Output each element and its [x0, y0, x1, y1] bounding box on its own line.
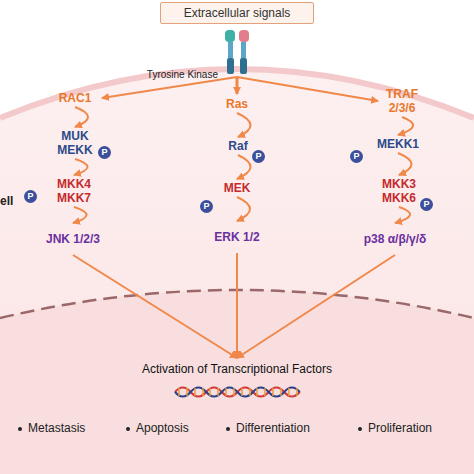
pathway-arrow: [398, 117, 413, 135]
receptor: Tyrosine Kinase: [222, 28, 252, 76]
pathway-arrow: [102, 77, 237, 98]
pathway-arrow: [237, 77, 378, 101]
kinase-label: MEKK1: [368, 136, 428, 152]
outcome-label: Differentiation: [236, 421, 310, 435]
cell-membrane: [0, 69, 474, 118]
pathway-arrow: [75, 107, 88, 127]
outcome-label: Proliferation: [368, 421, 432, 435]
bullet-dot: [226, 427, 230, 431]
mapk-label: JNK 1/2/3: [45, 224, 101, 254]
pathway-arrow: [398, 153, 412, 175]
gtpase-label: Ras: [215, 96, 259, 112]
phospho-mark: P: [24, 190, 37, 203]
node-text: MUK MEKK: [52, 129, 98, 157]
pathway-arrow: [237, 197, 250, 221]
cell-body: [0, 69, 474, 474]
kinase-label: MKK3 MKK6: [372, 176, 426, 206]
node-text: MKK4 MKK7: [50, 177, 98, 205]
pathway-arrow: [237, 155, 251, 179]
phospho-mark: P: [200, 200, 213, 213]
pathway-arrow: [237, 255, 395, 358]
bullet-dot: [126, 427, 130, 431]
pathway-arrow: [236, 77, 239, 94]
kinase-label: MKK4 MKK7: [50, 176, 98, 206]
bullet-dot: [358, 427, 362, 431]
pathway-arrow: [237, 113, 251, 137]
mapk-label: ERK 1/2: [212, 222, 262, 252]
nucleus: [0, 290, 474, 474]
kinase-label: Raf: [218, 138, 258, 154]
mapk-label: p38 α/β/γ/δ: [362, 224, 428, 254]
gtpase-label: RAC1: [50, 90, 100, 106]
node-text: Activation of Transcriptional Factors: [142, 362, 332, 376]
node-text: Raf: [228, 139, 247, 153]
region-label: ell: [0, 194, 13, 208]
node-text: Tyrosine Kinase: [147, 68, 218, 82]
phospho-mark: P: [252, 150, 265, 163]
dna-helix: [175, 388, 300, 397]
phospho-mark: P: [350, 150, 363, 163]
adaptor-label: TRAF 2/3/6: [380, 86, 424, 116]
node-text: MKK3 MKK6: [372, 177, 426, 205]
receptor-symbol: [225, 30, 249, 74]
outcome-label: Metastasis: [28, 421, 85, 435]
phospho-mark: P: [420, 198, 433, 211]
kinase-label: MEK: [216, 180, 258, 196]
phospho-mark: P: [98, 146, 111, 159]
node-text: TRAF 2/3/6: [380, 87, 424, 115]
pathway-arrow: [74, 159, 88, 175]
transcription-label: Activation of Transcriptional Factors: [100, 360, 374, 378]
node-text: JNK 1/2/3: [46, 232, 100, 246]
pathway-arrow: [236, 253, 238, 358]
nuclear-envelope: [0, 290, 474, 318]
node-text: p38 α/β/γ/δ: [364, 232, 427, 246]
pathway-arrow: [395, 207, 410, 223]
pathway-arrow: [73, 255, 237, 358]
node-text: Extracellular signals: [184, 6, 291, 20]
bullet-dot: [18, 427, 22, 431]
node-text: Ras: [226, 97, 248, 111]
node-text: MEK: [224, 181, 251, 195]
node-text: MEKK1: [377, 137, 419, 151]
node-text: RAC1: [59, 91, 92, 105]
signal-box: Extracellular signals: [160, 2, 314, 24]
kinase-label: MUK MEKK: [52, 128, 98, 158]
pathway-arrow: [73, 207, 87, 223]
outcome-label: Apoptosis: [136, 421, 189, 435]
node-text: ERK 1/2: [214, 230, 259, 244]
